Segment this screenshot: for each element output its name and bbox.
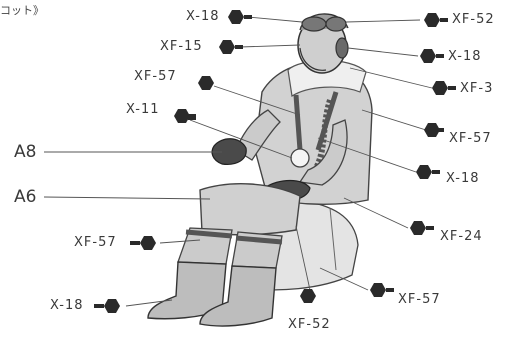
callout-seat: XF-24	[440, 230, 483, 244]
callout-boot-sole: XF-52	[288, 318, 331, 332]
part-label-a8: A8	[14, 143, 36, 161]
callout-trouser-pocket: XF-57	[74, 236, 117, 250]
callout-glove-left: X-11	[126, 103, 160, 117]
callout-helmet-top: X-18	[186, 10, 220, 24]
callout-goggle-strap: XF-52	[452, 13, 495, 27]
callout-jacket: XF-57	[449, 132, 492, 146]
corner-caption: コット》	[0, 2, 44, 18]
callout-collar: XF-57	[134, 70, 177, 84]
callout-earphone: X-18	[448, 50, 482, 64]
callout-goggles: XF-15	[160, 40, 203, 54]
callout-cushion: XF-57	[398, 293, 441, 307]
part-label-a6: A6	[14, 188, 36, 206]
callout-harness-buckle: X-18	[446, 172, 480, 186]
callout-chin-strap: XF-3	[460, 82, 493, 96]
callout-boots: X-18	[50, 299, 84, 313]
